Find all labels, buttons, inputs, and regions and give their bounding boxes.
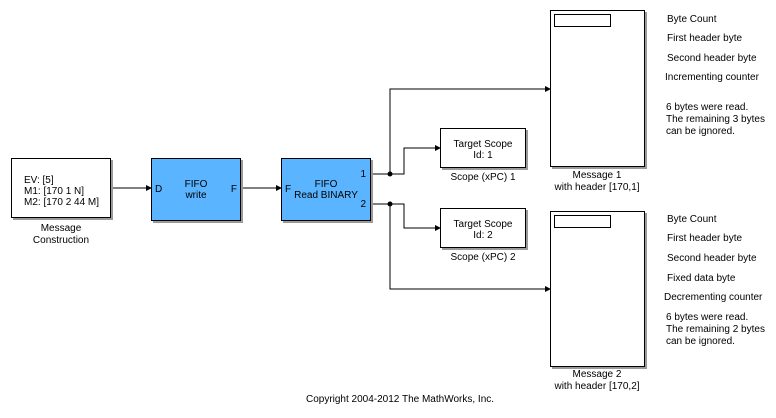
message1-annotation-second-header: Second header byte [667, 53, 757, 64]
fifo-write-in-port: D [155, 184, 163, 195]
message1-note: 6 bytes were read. The remaining 3 bytes… [666, 102, 765, 137]
target-scope-1-block[interactable]: Target Scope Id: 1 [440, 128, 526, 168]
fifo-write-block[interactable]: FIFO write D F [151, 158, 241, 221]
arrow-read-in [276, 185, 282, 191]
message2-display-block[interactable] [550, 211, 645, 367]
message1-annotation-counter: Incrementing counter [665, 72, 759, 83]
fifo-write-title: FIFO [184, 179, 208, 190]
scope2-label: Scope (xPC) 2 [450, 252, 516, 263]
message2-annotation-byte-count: Byte Count [667, 214, 717, 225]
message-construction-block[interactable]: EV: [5] M1: [170 1 N] M2: [170 2 44 M] [11, 158, 111, 218]
scope1-label: Scope (xPC) 1 [450, 172, 516, 183]
arrow-message1-in [545, 86, 551, 92]
branch-point-2 [387, 201, 393, 207]
wire-out1-to-message1 [371, 88, 545, 175]
arrow-scope1-in [435, 145, 441, 151]
message2-annotation-counter: Decrementing counter [664, 292, 763, 303]
scope2-id: Id: 2 [473, 230, 493, 241]
fifo-read-out-port-2: 2 [360, 199, 366, 210]
message2-annotation-first-header: First header byte [667, 233, 743, 244]
arrow-message2-in [545, 286, 551, 292]
wire-out2-to-scope2 [371, 203, 435, 229]
message1-annotation-first-header: First header byte [667, 33, 743, 44]
message-construction-label: Message Construction [32, 223, 90, 246]
target-scope-2-block[interactable]: Target Scope Id: 2 [440, 208, 526, 248]
message2-note: 6 bytes were read. The remaining 2 bytes… [666, 312, 765, 347]
message2-label: Message 2 with header [170,2] [554, 369, 640, 392]
fifo-read-subtitle: Read BINARY [294, 190, 358, 201]
fifo-read-block[interactable]: FIFO Read BINARY F 1 2 [281, 158, 371, 221]
scope2-title: Target Scope [453, 219, 513, 230]
arrow-scope2-in [435, 225, 441, 231]
message1-display-field [554, 14, 611, 27]
message1-label: Message 1 with header [170,1] [554, 170, 640, 193]
message2-annotation-fixed-byte: Fixed data byte [667, 273, 736, 284]
scope1-title: Target Scope [453, 139, 513, 150]
message-line-m2: M2: [170 2 44 M] [24, 197, 100, 208]
message2-display-field [554, 215, 611, 228]
fifo-write-out-port: F [230, 184, 237, 195]
scope1-id: Id: 1 [473, 150, 493, 161]
fifo-read-title: FIFO [314, 179, 338, 190]
arrow-write-in [146, 185, 152, 191]
copyright-text: Copyright 2004-2012 The MathWorks, Inc. [305, 394, 495, 405]
message1-display-block[interactable] [550, 10, 645, 167]
fifo-write-subtitle: write [185, 190, 207, 201]
branch-point-1 [387, 171, 393, 177]
fifo-read-out-port-1: 1 [360, 169, 366, 180]
message1-annotation-byte-count: Byte Count [667, 14, 717, 25]
message-line-ev: EV: [5] [24, 175, 54, 186]
message-line-m1: M1: [170 1 N] [24, 186, 85, 197]
wire-out2-to-message2 [389, 204, 545, 290]
wire-out1-to-scope1 [390, 147, 435, 175]
fifo-read-in-port: F [285, 184, 292, 195]
message2-annotation-second-header: Second header byte [667, 253, 757, 264]
